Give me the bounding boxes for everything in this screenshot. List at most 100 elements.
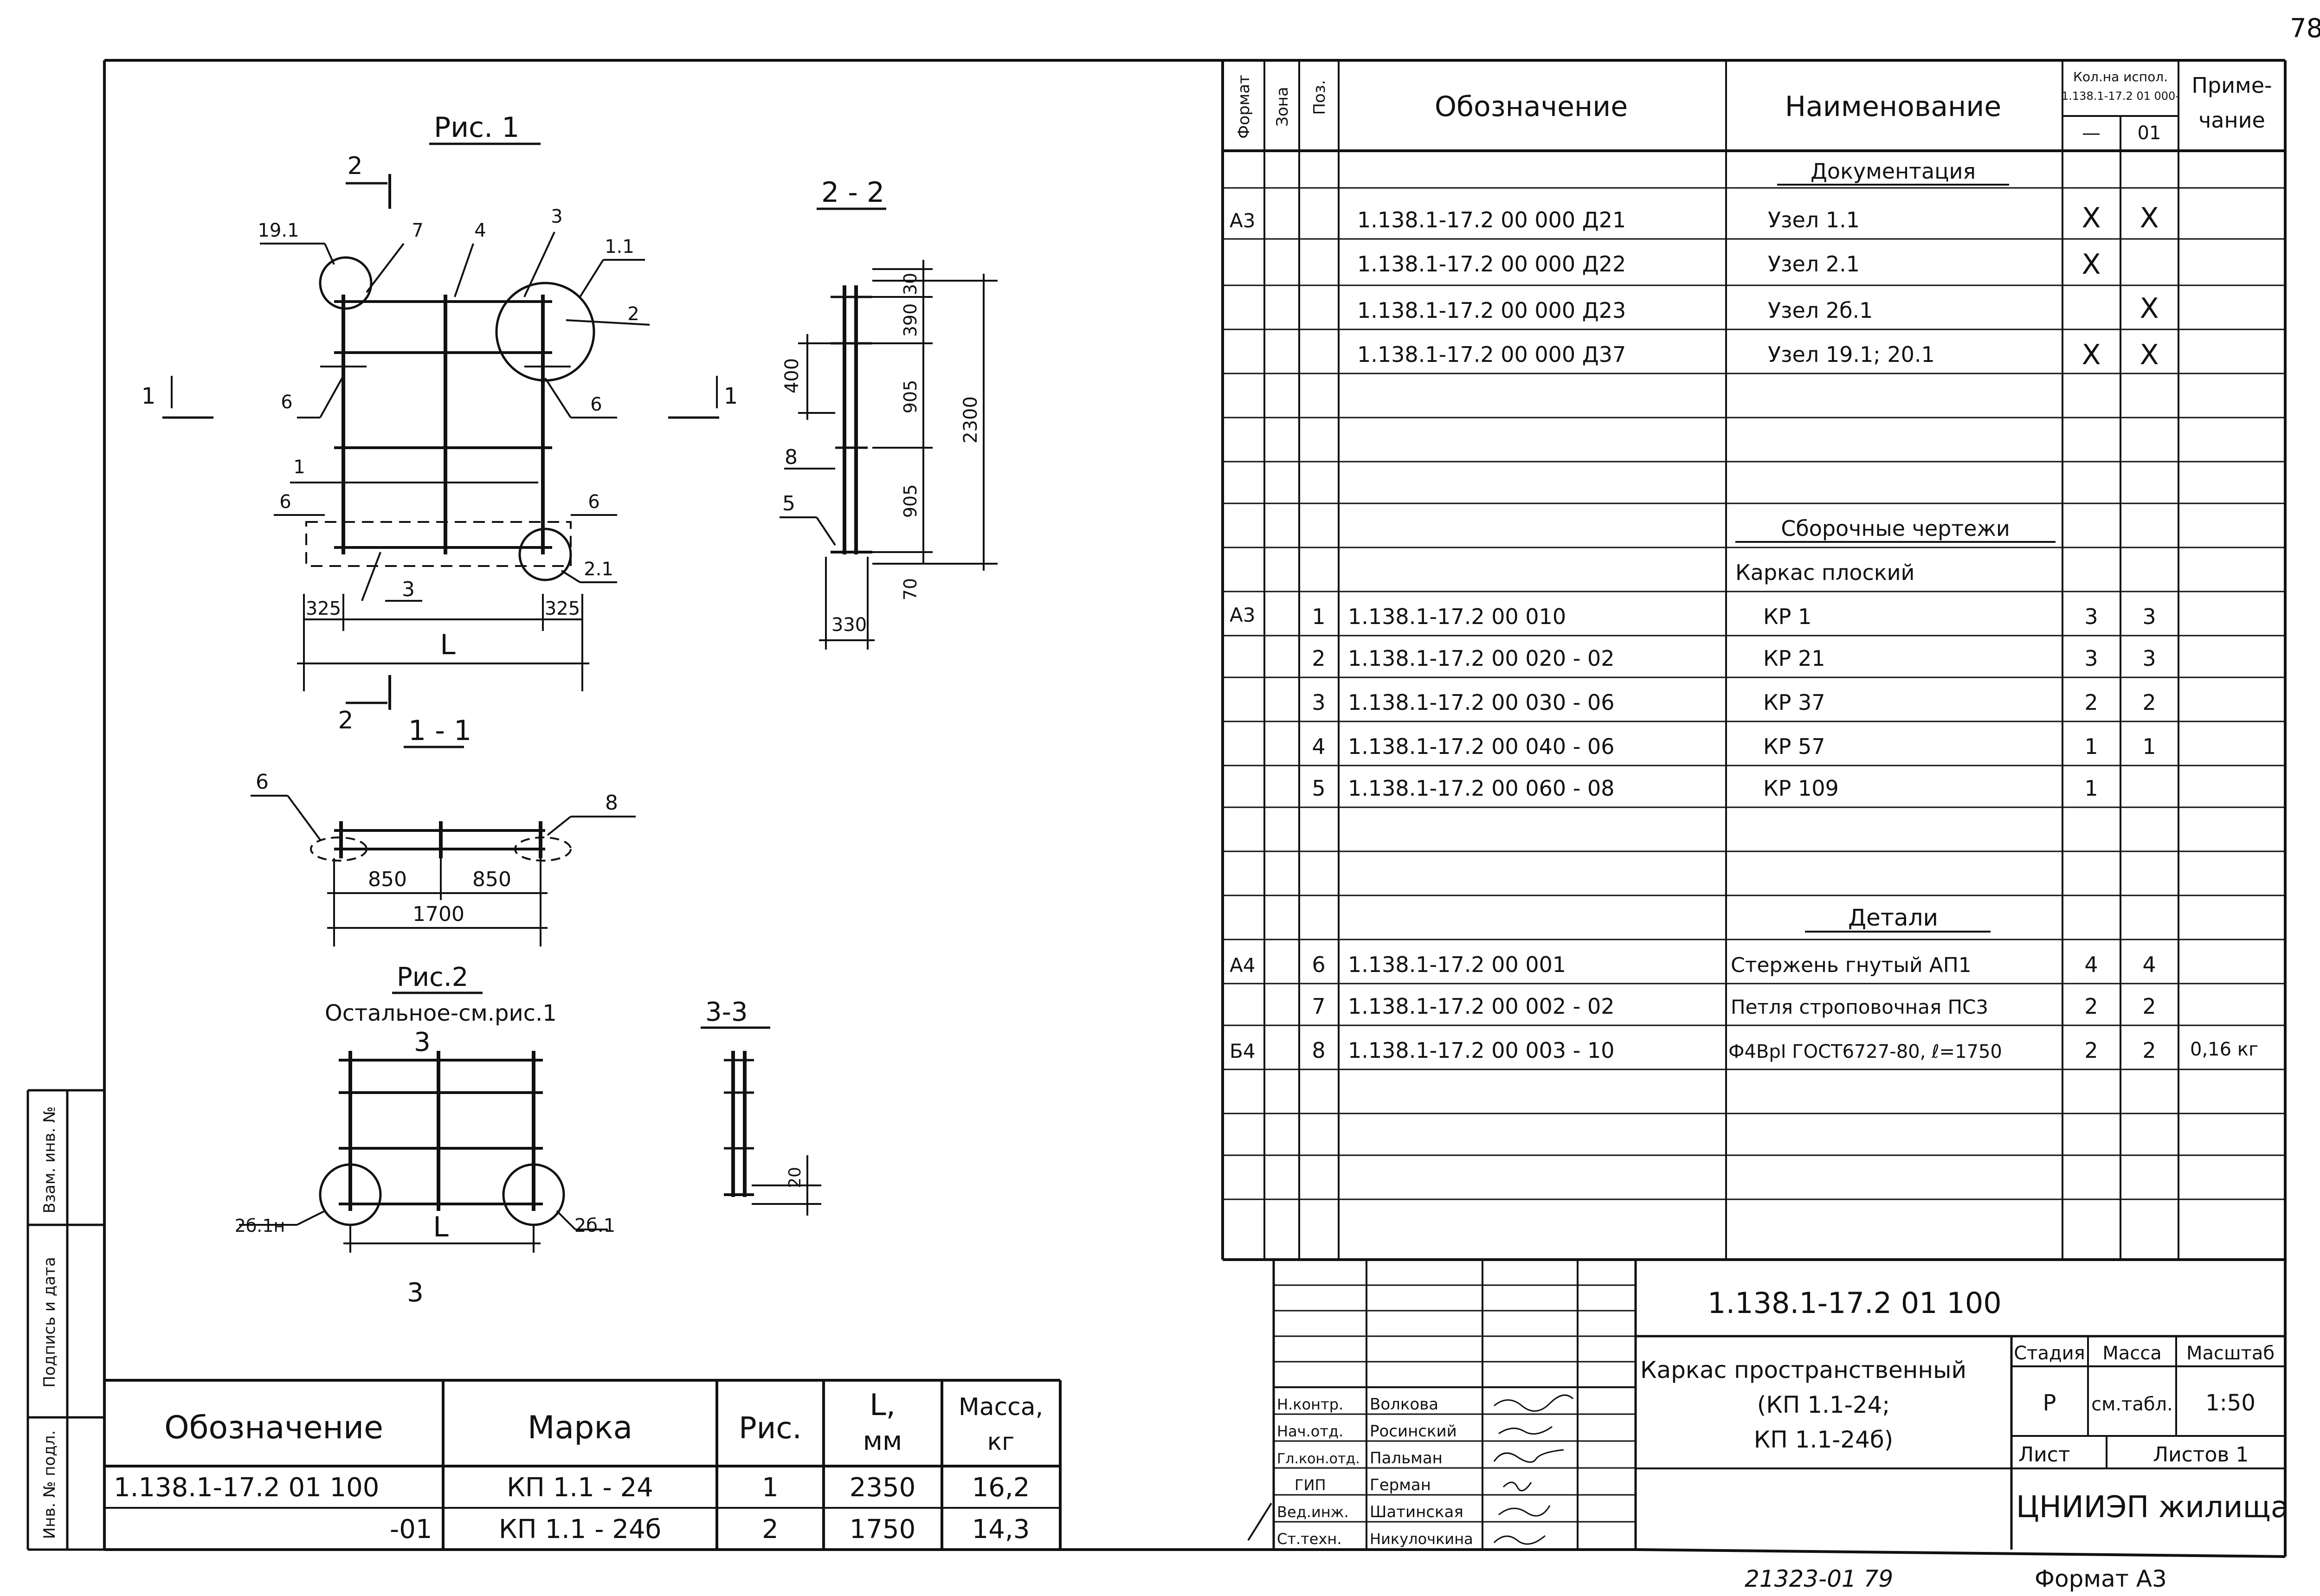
signature-row: Вед.инж. Шатинская [1277, 1503, 1551, 1521]
sig1-role: Н.контр. [1277, 1396, 1343, 1413]
spec-det3-pos: 8 [1312, 1038, 1325, 1063]
marks-header-l-bottom: мм [863, 1426, 902, 1456]
footer-archive: 21323-01 79 [1745, 1565, 1893, 1592]
spec-header-name: Наименование [1785, 90, 2001, 123]
spec-doc-row: 1.138.1-17.2 00 000 Д37 Узел 19.1; 20.1 … [1357, 339, 2159, 371]
signature-row: Гл.кон.отд. Пальман [1277, 1449, 1564, 1467]
spec-asm4-designation: 1.138.1-17.2 00 040 - 06 [1348, 734, 1615, 759]
fig2-dim-l: L [433, 1211, 449, 1243]
signature-scribble [1498, 1505, 1551, 1517]
spec-det1-designation: 1.138.1-17.2 00 001 [1348, 952, 1566, 977]
spec-asm2-name: КР 21 [1763, 646, 1825, 671]
fig2-label-2b1: 2б.1 [574, 1215, 615, 1236]
spec-header-qty-col1: — [2082, 122, 2101, 144]
fig1-cut-1-left: 1 [142, 383, 156, 409]
spec-doc-row: А3 1.138.1-17.2 00 000 Д21 Узел 1.1 X X [1230, 202, 2159, 234]
signature-scribble [1498, 1426, 1553, 1435]
side-stamp: Инв. № подл. Подпись и дата Взам. инв. № [26, 1089, 104, 1551]
spec-asm3-designation: 1.138.1-17.2 00 030 - 06 [1348, 690, 1615, 715]
spec-header-qty-2: 1.138.1-17.2 01 000- [2062, 90, 2179, 103]
marks-row2-designation: -01 [390, 1514, 432, 1545]
sig6-name: Никулочкина [1370, 1530, 1473, 1548]
signature-row: Н.контр. Волкова [1277, 1394, 1574, 1414]
marks-header-mark: Марка [528, 1409, 632, 1446]
fig1-label-3: 3 [551, 206, 562, 227]
spec-asm2-q2: 3 [2142, 646, 2156, 671]
spec-asm-row: 2 1.138.1-17.2 00 020 - 02 КР 21 3 3 [1312, 646, 2156, 671]
spec-doc1-q2: X [2140, 202, 2159, 234]
marks-header-mass-bottom: кг [987, 1428, 1015, 1456]
spec-asm-row: 4 1.138.1-17.2 00 040 - 06 КР 57 1 1 [1312, 734, 2156, 759]
spec-doc1-format: А3 [1230, 209, 1255, 232]
spec-doc-row: 1.138.1-17.2 00 000 Д22 Узел 2.1 X [1357, 248, 2101, 281]
marks-row2-mark: КП 1.1 - 24б [499, 1514, 661, 1545]
title-mass: см.табл. [2091, 1394, 2173, 1415]
spec-header-format: Формат [1235, 75, 1253, 139]
spec-asm2-q1: 3 [2084, 646, 2098, 671]
sig4-role: ГИП [1295, 1476, 1326, 1494]
title-block: 1.138.1-17.2 01 100 Каркас пространствен… [1247, 1260, 2289, 1550]
spec-doc2-q1: X [2082, 248, 2101, 281]
marks-header-mass-top: Масса, [959, 1393, 1043, 1421]
figure-2: Рис.2 Остальное-см.рис.1 3 3 2б.1н 2б.1 … [235, 962, 616, 1308]
title-line-3: КП 1.1-24б) [1754, 1426, 1894, 1453]
sec33-dim-20: 20 [786, 1167, 805, 1188]
spec-asm2-designation: 1.138.1-17.2 00 020 - 02 [1348, 646, 1615, 671]
spec-asm1-format: А3 [1230, 604, 1255, 626]
title-line-2: (КП 1.1-24; [1757, 1391, 1890, 1418]
sig1-name: Волкова [1370, 1395, 1438, 1414]
fig1-cut-1-right: 1 [724, 383, 738, 409]
spec-asm3-pos: 3 [1312, 690, 1325, 715]
sec11-title: 1 - 1 [408, 714, 471, 747]
signature-scribble [1502, 1481, 1532, 1492]
marks-row2-l: 1750 [850, 1514, 916, 1545]
spec-doc3-name: Узел 2б.1 [1768, 298, 1873, 323]
sec22-dim-400: 400 [781, 358, 803, 393]
spec-asm-row: 3 1.138.1-17.2 00 030 - 06 КР 37 2 2 [1312, 690, 2156, 715]
sig6-role: Ст.техн. [1277, 1530, 1342, 1548]
fig1-label-6d: 6 [588, 491, 599, 513]
title-sheets-label: Листов 1 [2153, 1443, 2249, 1467]
fig1-label-3b: 3 [402, 578, 415, 601]
fig1-dim-325b: 325 [545, 598, 580, 619]
sig5-name: Шатинская [1370, 1503, 1463, 1521]
marks-row1-fig: 1 [762, 1473, 779, 1503]
spec-section-assembly: Сборочные чертежи [1781, 516, 2010, 541]
sec22-dim-2300: 2300 [960, 396, 981, 444]
spec-asm1-designation: 1.138.1-17.2 00 010 [1348, 604, 1566, 629]
fig1-label-6c: 6 [279, 491, 291, 513]
title-stage-label: Стадия [2014, 1343, 2085, 1364]
spec-asm1-pos: 1 [1312, 604, 1325, 629]
side-stamp-replace: Взам. инв. № [40, 1107, 59, 1214]
spec-det2-q2: 2 [2142, 994, 2156, 1019]
fig1-label-4: 4 [474, 220, 486, 241]
spec-asm5-q1: 1 [2084, 776, 2098, 801]
spec-det2-designation: 1.138.1-17.2 00 002 - 02 [1348, 994, 1615, 1019]
sec11-dim-850b: 850 [472, 868, 511, 891]
fig1-dim-325a: 325 [306, 598, 341, 619]
spec-asm3-name: КР 37 [1763, 690, 1825, 715]
spec-asm2-pos: 2 [1312, 646, 1325, 671]
spec-doc1-name: Узел 1.1 [1768, 207, 1860, 232]
spec-det2-pos: 7 [1312, 994, 1325, 1019]
spec-header-pos: Поз. [1310, 80, 1329, 115]
title-stage: Р [2043, 1390, 2056, 1416]
spec-section-details: Детали [1848, 904, 1938, 931]
marks-table: Обозначение Марка Рис. L, мм Масса, кг 1… [104, 1379, 1062, 1550]
sig3-role: Гл.кон.отд. [1277, 1451, 1360, 1467]
spec-doc2-name: Узел 2.1 [1768, 251, 1860, 277]
marks-header-fig: Рис. [739, 1411, 802, 1446]
fig1-label-1: 1 [293, 457, 305, 478]
spec-asm3-q1: 2 [2084, 690, 2098, 715]
spec-asm1-q2: 3 [2142, 604, 2156, 629]
spec-header-qty-col2: 01 [2138, 122, 2161, 144]
marks-row1-l: 2350 [850, 1473, 916, 1503]
fig1-label-19-1: 19.1 [258, 220, 299, 241]
spec-header-qty-1: Кол.на испол. [2073, 69, 2168, 84]
title-line-1: Каркас пространственный [1640, 1357, 1966, 1384]
sec22-dim-30: 30 [900, 273, 921, 295]
spec-asm4-q2: 1 [2142, 734, 2156, 759]
spec-det3-designation: 1.138.1-17.2 00 003 - 10 [1348, 1038, 1615, 1063]
fig2-label-2b1n: 2б.1н [235, 1216, 285, 1236]
signature-scribble [1493, 1535, 1546, 1545]
